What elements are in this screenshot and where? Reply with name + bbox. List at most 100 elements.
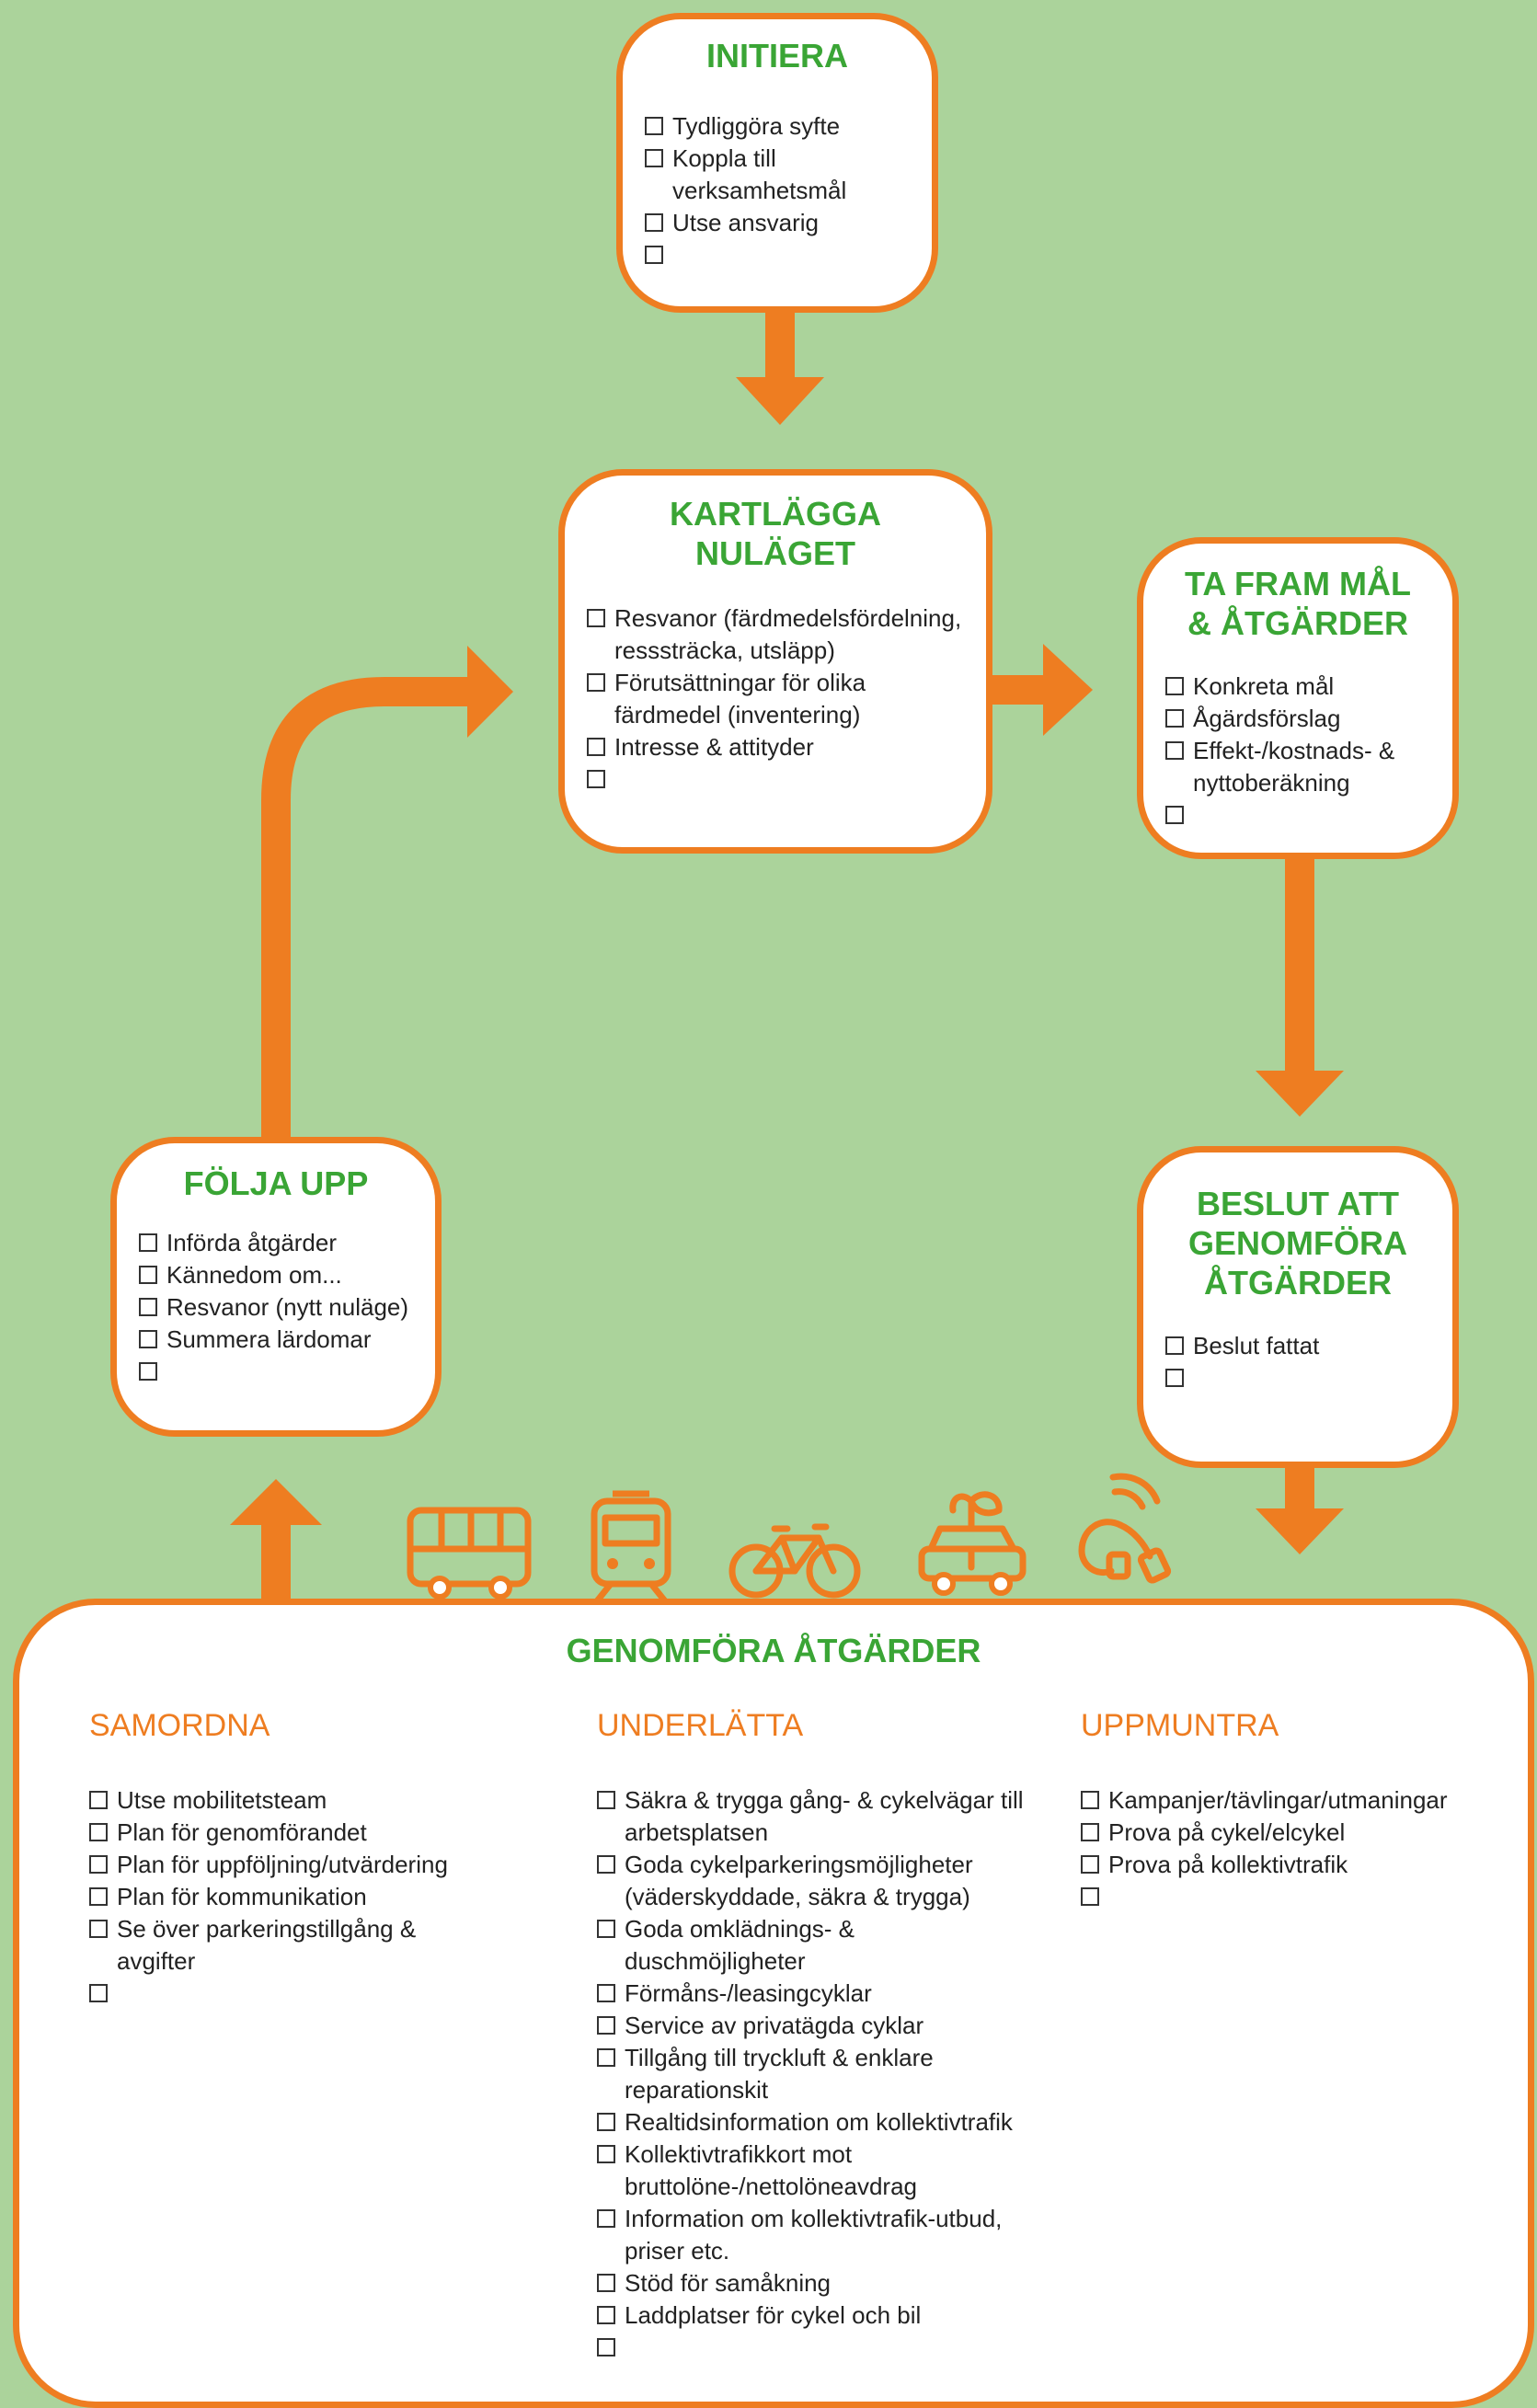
arrow-tafram-head bbox=[1256, 1071, 1344, 1117]
step-folja-upp: FÖLJA UPP Införda åtgärder Kännedom om..… bbox=[110, 1137, 442, 1437]
kartlagga-checklist: Resvanor (färdmedelsfördelning, resssträ… bbox=[587, 602, 964, 788]
arrow-initiera-shaft bbox=[765, 307, 795, 379]
checkbox[interactable] bbox=[587, 770, 605, 788]
checkbox[interactable] bbox=[1081, 1791, 1099, 1809]
checkbox[interactable] bbox=[89, 1887, 108, 1906]
checklist-item[interactable]: Resvanor (färdmedelsfördelning, resssträ… bbox=[587, 602, 964, 667]
checkbox[interactable] bbox=[645, 117, 663, 135]
checkbox[interactable] bbox=[597, 1855, 615, 1874]
checkbox[interactable] bbox=[597, 2306, 615, 2324]
underlatta-heading: UNDERLÄTTA bbox=[597, 1708, 804, 1743]
checkbox[interactable] bbox=[139, 1362, 157, 1381]
checkbox[interactable] bbox=[89, 1791, 108, 1809]
checklist-item[interactable]: Ågärdsförslag bbox=[1165, 703, 1430, 735]
checkbox[interactable] bbox=[645, 213, 663, 232]
checkbox[interactable] bbox=[597, 2145, 615, 2163]
checklist-item[interactable]: Laddplatser för cykel och bil bbox=[597, 2299, 1029, 2332]
checkbox[interactable] bbox=[1165, 1336, 1184, 1355]
arrow-beslut-head bbox=[1256, 1508, 1344, 1554]
initiera-title: INITIERA bbox=[705, 37, 848, 75]
uppmuntra-checklist: Kampanjer/tävlingar/utmaningar Prova på … bbox=[1081, 1784, 1504, 1906]
checkbox[interactable] bbox=[597, 1791, 615, 1809]
checklist-item[interactable]: Koppla till verksamhetsmål bbox=[645, 143, 910, 207]
arrow-genomfora-shaft bbox=[261, 1521, 291, 1602]
checkbox[interactable] bbox=[597, 2209, 615, 2228]
checkbox[interactable] bbox=[89, 1984, 108, 2002]
headset-icon bbox=[1078, 1473, 1172, 1584]
step-kartlagga: KARTLÄGGA NULÄGET Resvanor (färdmedelsfö… bbox=[558, 469, 992, 854]
checklist-item[interactable]: Goda cykelparkeringsmöjligheter (vädersk… bbox=[597, 1849, 1029, 1913]
checkbox[interactable] bbox=[597, 2016, 615, 2035]
checkbox[interactable] bbox=[139, 1266, 157, 1284]
checkbox[interactable] bbox=[1081, 1855, 1099, 1874]
checkbox[interactable] bbox=[597, 2274, 615, 2292]
checkbox[interactable] bbox=[587, 673, 605, 692]
checkbox[interactable] bbox=[1165, 709, 1184, 728]
checklist-item[interactable]: Prova på kollektivtrafik bbox=[1081, 1849, 1504, 1881]
checkbox[interactable] bbox=[587, 738, 605, 756]
checkbox[interactable] bbox=[89, 1855, 108, 1874]
checkbox[interactable] bbox=[597, 1920, 615, 1938]
kartlagga-title-line1: KARTLÄGGA bbox=[670, 495, 881, 533]
checklist-item[interactable]: Förutsättningar för olika färdmedel (inv… bbox=[587, 667, 964, 731]
arrow-kartlagga-head bbox=[1043, 644, 1093, 736]
step-genomfora: GENOMFÖRA ÅTGÄRDER SAMORDNA Utse mobilit… bbox=[13, 1599, 1534, 2408]
checkbox[interactable] bbox=[597, 2338, 615, 2356]
beslut-title-line3: ÅTGÄRDER bbox=[1204, 1264, 1392, 1301]
checklist-item[interactable]: Kollektivtrafikkort mot bruttolöne-/nett… bbox=[597, 2139, 1029, 2203]
uppmuntra-heading: UPPMUNTRA bbox=[1081, 1708, 1279, 1743]
samordna-checklist: Utse mobilitetsteam Plan för genomförand… bbox=[89, 1784, 549, 2002]
checklist-item[interactable]: Realtidsinformation om kollektivtrafik bbox=[597, 2106, 1029, 2139]
checkbox[interactable] bbox=[89, 1920, 108, 1938]
checklist-item[interactable]: Förmåns-/leasingcyklar bbox=[597, 1978, 1029, 2010]
checklist-item[interactable]: Införda åtgärder bbox=[139, 1227, 413, 1259]
checklist-item[interactable]: Resvanor (nytt nuläge) bbox=[139, 1291, 413, 1324]
checklist-item[interactable]: Utse mobilitetsteam bbox=[89, 1784, 549, 1817]
checkbox[interactable] bbox=[645, 149, 663, 167]
checkbox[interactable] bbox=[597, 2048, 615, 2067]
checklist-item[interactable]: Tillgång till tryckluft & enklare repara… bbox=[597, 2042, 1029, 2106]
checkbox[interactable] bbox=[1165, 1369, 1184, 1387]
checklist-item[interactable]: Prova på cykel/elcykel bbox=[1081, 1817, 1504, 1849]
kartlagga-title-line2: NULÄGET bbox=[695, 534, 855, 572]
step-beslut: BESLUT ATT GENOMFÖRA ÅTGÄRDER Beslut fat… bbox=[1137, 1146, 1459, 1468]
checklist-item[interactable]: Se över parkeringstillgång & avgifter bbox=[89, 1913, 485, 1978]
checkbox[interactable] bbox=[1165, 677, 1184, 695]
checklist-item[interactable]: Plan för uppföljning/utvärdering bbox=[89, 1849, 549, 1881]
checkbox[interactable] bbox=[645, 246, 663, 264]
checklist-item[interactable]: Summera lärdomar bbox=[139, 1324, 413, 1356]
checklist-item[interactable]: Utse ansvarig bbox=[645, 207, 910, 239]
checkbox[interactable] bbox=[1165, 806, 1184, 824]
folja-checklist: Införda åtgärder Kännedom om... Resvanor… bbox=[139, 1227, 413, 1381]
checkbox[interactable] bbox=[1165, 741, 1184, 760]
checklist-item[interactable]: Säkra & trygga gång- & cykelvägar till a… bbox=[597, 1784, 1029, 1849]
checklist-item[interactable]: Kampanjer/tävlingar/utmaningar bbox=[1081, 1784, 1504, 1817]
checklist-item[interactable]: Service av privatägda cyklar bbox=[597, 2010, 1029, 2042]
checkbox[interactable] bbox=[1081, 1823, 1099, 1841]
tafram-title-line2: & ÅTGÄRDER bbox=[1187, 604, 1408, 642]
arrow-tafram-shaft bbox=[1285, 854, 1314, 1074]
checkbox[interactable] bbox=[139, 1233, 157, 1252]
checkbox[interactable] bbox=[139, 1330, 157, 1348]
checklist-item[interactable]: Information om kollektivtrafik-utbud, pr… bbox=[597, 2203, 1029, 2267]
checklist-item[interactable]: Plan för genomförandet bbox=[89, 1817, 549, 1849]
checklist-item[interactable]: Beslut fattat bbox=[1165, 1330, 1430, 1362]
checkbox[interactable] bbox=[89, 1823, 108, 1841]
checklist-item[interactable]: Plan för kommunikation bbox=[89, 1881, 549, 1913]
checkbox[interactable] bbox=[587, 609, 605, 627]
checklist-item[interactable]: Intresse & attityder bbox=[587, 731, 964, 763]
checkbox[interactable] bbox=[597, 1984, 615, 2002]
checklist-item[interactable]: Tydliggöra syfte bbox=[645, 110, 910, 143]
checklist-item[interactable]: Goda omklädnings- & duschmöjligheter bbox=[597, 1913, 1029, 1978]
checkbox[interactable] bbox=[139, 1298, 157, 1316]
checkbox[interactable] bbox=[1081, 1887, 1099, 1906]
checklist-item[interactable]: Effekt-/kostnads- & nyttoberäkning bbox=[1165, 735, 1430, 799]
checklist-item[interactable]: Konkreta mål bbox=[1165, 671, 1430, 703]
folja-title: FÖLJA UPP bbox=[183, 1164, 369, 1202]
initiera-checklist: Tydliggöra syfte Koppla till verksamhets… bbox=[645, 110, 910, 264]
arrow-kartlagga-shaft bbox=[990, 675, 1047, 705]
checklist-item[interactable]: Stöd för samåkning bbox=[597, 2267, 1029, 2299]
bus-icon bbox=[407, 1507, 532, 1600]
checkbox[interactable] bbox=[597, 2113, 615, 2131]
checklist-item[interactable]: Kännedom om... bbox=[139, 1259, 413, 1291]
